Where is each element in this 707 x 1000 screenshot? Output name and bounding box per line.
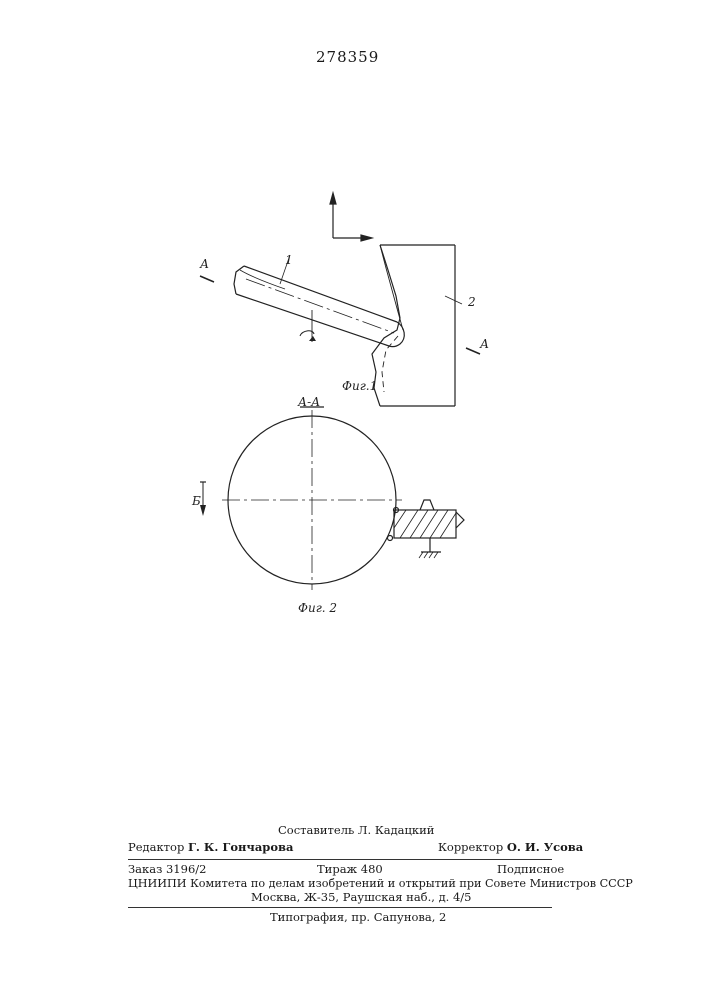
figure-1-caption: Фиг.1	[342, 379, 377, 393]
print-run: Тираж 480	[317, 864, 383, 876]
section-label-a-right: А	[479, 337, 489, 351]
center-lines	[222, 410, 402, 590]
rolling-tool	[234, 255, 404, 347]
roller-holder	[388, 500, 465, 558]
editor-line: Редактор Г. К. Гончарова	[128, 842, 293, 854]
axis-arrows	[330, 193, 372, 241]
divider-bottom	[128, 907, 552, 908]
part-label-2: 2	[467, 295, 476, 309]
part-label-1: 1	[285, 253, 293, 267]
editor-prefix: Редактор	[128, 840, 184, 854]
section-label-aa: А-А	[297, 395, 320, 409]
figure-2	[200, 407, 464, 590]
printer-line: Типография, пр. Сапунова, 2	[270, 912, 446, 924]
organization-line: ЦНИИПИ Комитета по делам изобретений и о…	[128, 878, 633, 889]
order-number: Заказ 3196/2	[128, 864, 206, 876]
corrector-name: О. И. Усова	[507, 840, 583, 854]
section-marker-a	[200, 276, 480, 354]
compiler-line: Составитель Л. Кадацкий	[278, 825, 434, 837]
workpiece	[372, 245, 455, 406]
figure-2-caption: Фиг. 2	[298, 601, 337, 615]
direction-arrow-b	[200, 482, 206, 516]
direction-label-b: Б	[191, 494, 201, 508]
corrector-prefix: Корректор	[438, 840, 503, 854]
subscription: Подписное	[497, 864, 564, 876]
divider-top	[128, 859, 552, 860]
editor-name: Г. К. Гончарова	[188, 840, 293, 854]
figure-1	[200, 193, 480, 406]
corrector-line: Корректор О. И. Усова	[438, 842, 583, 854]
address-line: Москва, Ж-35, Раушская наб., д. 4/5	[251, 892, 471, 904]
section-label-a-left: А	[199, 257, 209, 271]
